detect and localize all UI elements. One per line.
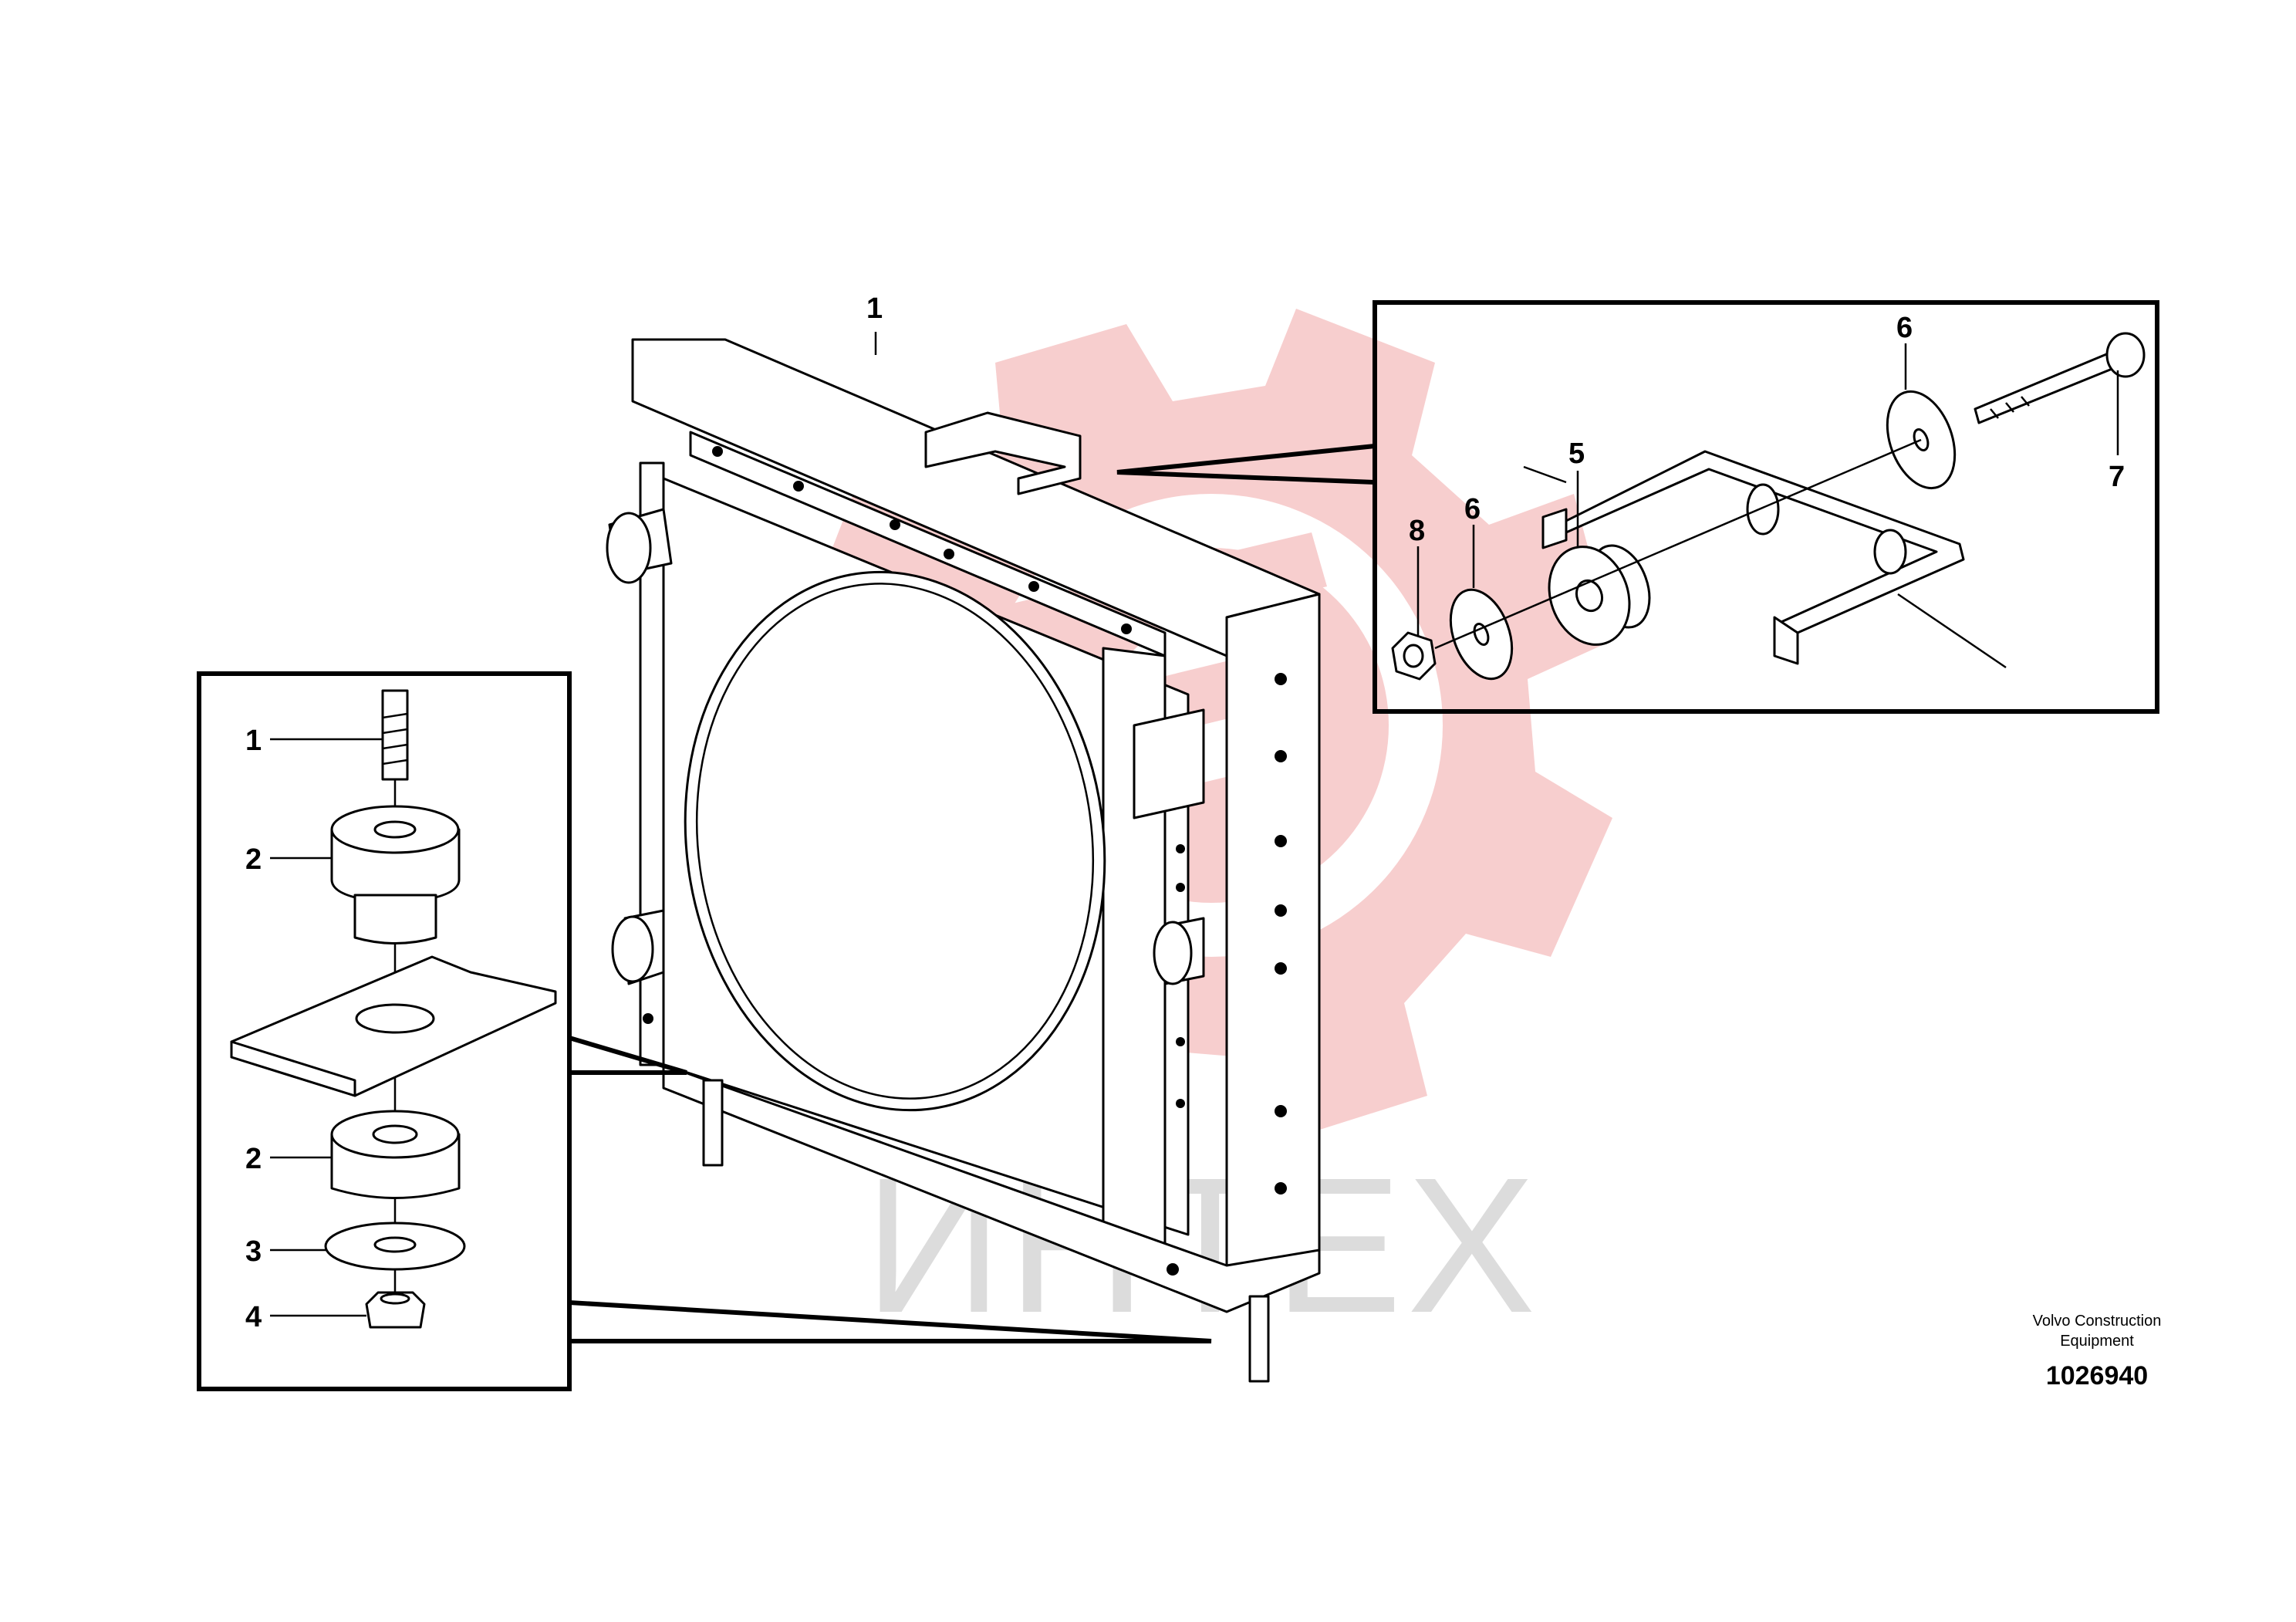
right-detail-box [1116,300,2159,714]
radiator-assembly [606,332,1321,1383]
callout-left-bushing-upper: 2 [245,843,262,876]
callout-right-washer-lower: 6 [1464,493,1481,525]
watermark-text: ИНТЕХ [864,1137,1540,1353]
top-bracket [1523,450,2007,669]
flange-bolts [643,446,1287,1276]
lower-rubber-bushing [330,1110,461,1199]
brand-line-2: Equipment [2060,1333,2134,1350]
callout-left-bushing-lower: 2 [245,1143,262,1175]
right-hose-outlet [1153,917,1205,985]
callout-radiator: 1 [866,292,883,325]
callout-right-washer-upper: 6 [1896,312,1913,344]
rubber-mount [1548,544,1651,646]
callout-left-stud: 1 [245,725,262,757]
callout-right-bolt: 7 [2109,461,2125,493]
callout-left-washer: 3 [245,1235,262,1268]
callout-right-nut: 8 [1409,515,1425,547]
brand-line-1: Volvo Construction [2033,1313,2162,1330]
lock-nut [365,1291,426,1329]
fan-ring [684,570,1106,1112]
washer [324,1222,466,1271]
upper-rubber-bushing [330,805,461,944]
upper-hose-outlet [606,508,673,584]
lower-hose-outlet [611,909,665,985]
left-mounting-stud [702,1079,724,1167]
title-block: Volvo Construction Equipment 1026940 [2033,1313,2162,1391]
threaded-stud [381,689,409,781]
callout-right-mount: 5 [1568,438,1585,470]
drawing-number: 1026940 [2046,1361,2148,1391]
left-detail-box [197,671,1212,1391]
callout-left-nut: 4 [245,1301,262,1333]
long-bolt [1974,332,2146,424]
mounting-plate [230,955,557,1097]
hex-nut [1391,631,1437,681]
right-mounting-stud [1248,1295,1270,1383]
